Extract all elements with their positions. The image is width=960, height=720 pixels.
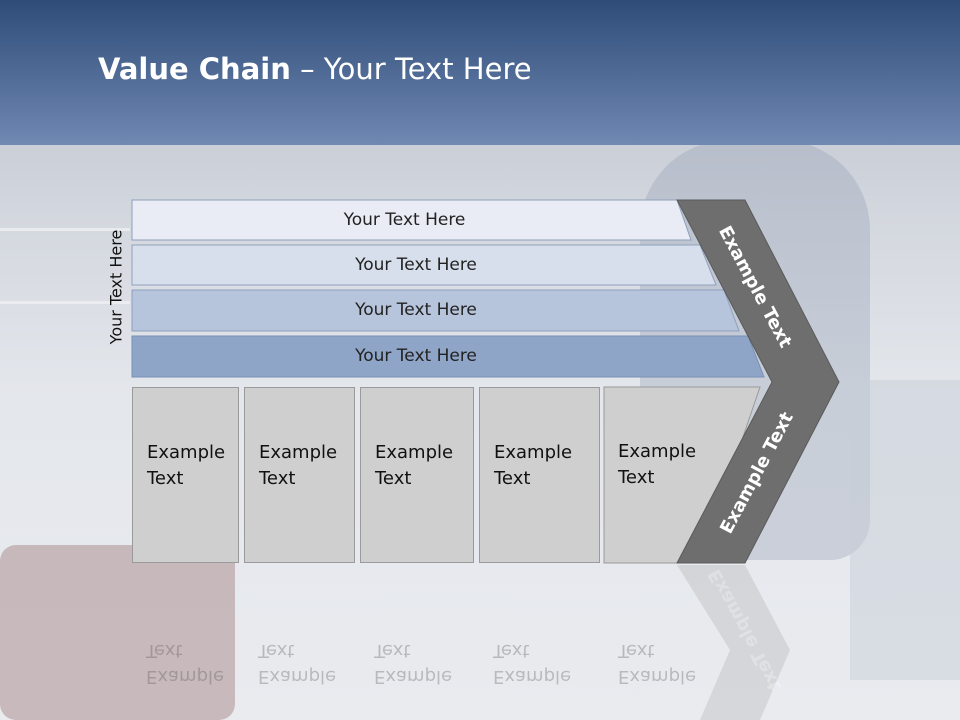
bar-3: Your Text Here bbox=[132, 290, 700, 330]
column-2-line1: Example bbox=[259, 442, 338, 463]
column-2: Example Text bbox=[244, 387, 355, 563]
bar-shape-2 bbox=[131, 244, 717, 286]
column-5-reflection-line1: Example bbox=[618, 666, 697, 687]
bar-shape-4 bbox=[131, 335, 765, 378]
column-4-line2: Text bbox=[494, 468, 531, 489]
title-bold: Value Chain bbox=[98, 52, 291, 86]
column-1-line2: Text bbox=[147, 468, 184, 489]
column-4: Example Text bbox=[479, 387, 600, 563]
bar-2-label: Your Text Here bbox=[355, 255, 477, 275]
column-5-line2: Text bbox=[618, 467, 655, 488]
background-chair-shape bbox=[850, 380, 960, 680]
column-1-reflection-line1: Example bbox=[146, 666, 225, 687]
column-4-reflection: Example Text bbox=[479, 565, 600, 720]
bar-2: Your Text Here bbox=[132, 245, 700, 285]
background-suitcase-shape bbox=[0, 545, 235, 720]
chevron-arrow bbox=[676, 199, 840, 564]
chevron-reflection bbox=[677, 565, 790, 720]
column-1-reflection-line2: Text bbox=[146, 640, 183, 661]
slide-title: Value Chain – Your Text Here bbox=[98, 52, 532, 86]
background-railing-shape bbox=[0, 228, 130, 304]
bar-shape-1 bbox=[131, 199, 692, 241]
column-4-line1: Example bbox=[494, 442, 573, 463]
column-4-reflection-line2: Text bbox=[493, 640, 530, 661]
bar-4-label: Your Text Here bbox=[355, 346, 477, 366]
column-3-reflection: Example Text bbox=[360, 565, 474, 720]
column-3-reflection-line2: Text bbox=[374, 640, 411, 661]
column-3-reflection-line1: Example bbox=[374, 666, 453, 687]
column-5-reflection: Example Text bbox=[604, 565, 714, 720]
header-band bbox=[0, 0, 960, 145]
column-2-reflection: Example Text bbox=[244, 565, 355, 720]
bar-4: Your Text Here bbox=[132, 336, 700, 376]
column-2-reflection-line2: Text bbox=[258, 640, 295, 661]
column-3-line2: Text bbox=[375, 468, 412, 489]
column-2-line2: Text bbox=[259, 468, 296, 489]
bar-1: Your Text Here bbox=[132, 200, 677, 240]
column-3-line1: Example bbox=[375, 442, 454, 463]
column-5-line1: Example bbox=[618, 441, 697, 462]
column-5: Example Text bbox=[604, 387, 714, 563]
bar-1-label: Your Text Here bbox=[343, 210, 466, 230]
column-2-reflection-line1: Example bbox=[258, 666, 337, 687]
column-3: Example Text bbox=[360, 387, 474, 563]
column-4-reflection-line1: Example bbox=[493, 666, 572, 687]
column-5-reflection-line2: Text bbox=[618, 640, 655, 661]
column-1-line1: Example bbox=[147, 442, 226, 463]
column-1-reflection: Example Text bbox=[132, 565, 239, 720]
bar-shape-3 bbox=[131, 289, 740, 332]
title-rest: – Your Text Here bbox=[290, 52, 532, 86]
bar-3-label: Your Text Here bbox=[355, 300, 477, 320]
column-1: Example Text bbox=[132, 387, 239, 563]
